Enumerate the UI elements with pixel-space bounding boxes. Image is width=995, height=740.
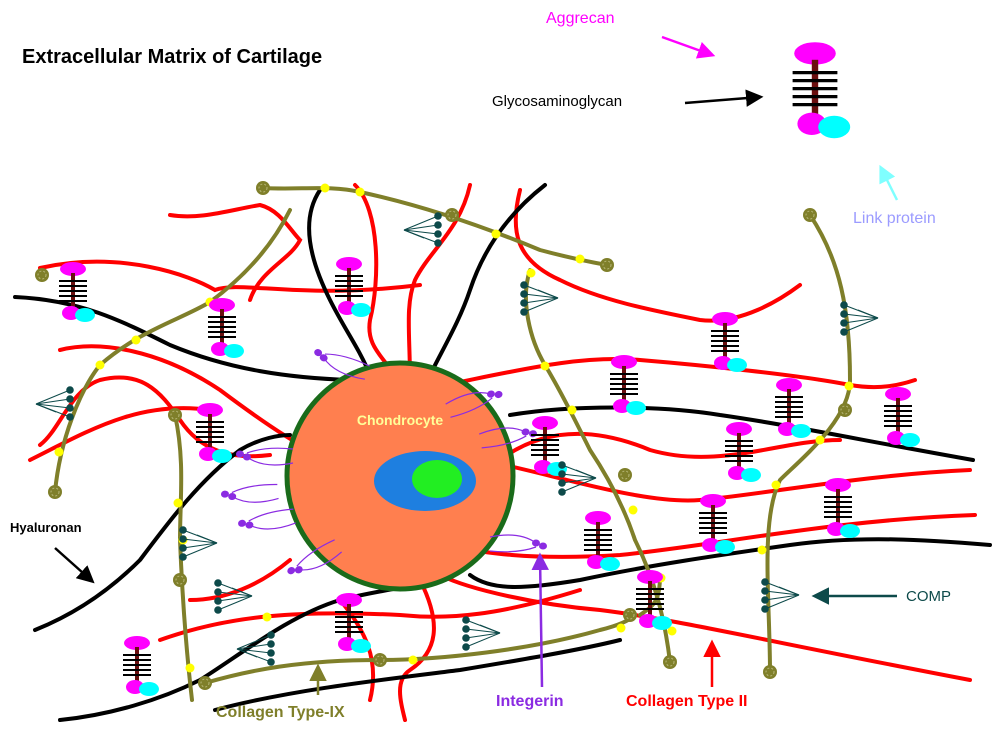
label-link-protein-group: Link protein [853,168,936,227]
label-collagen-ii-group: Collagen Type II [626,643,748,710]
collagen-ix-fiber [55,210,290,492]
collagen-ii-fiber [190,560,290,600]
label-aggrecan-group: Aggrecan [546,10,712,55]
nucleolus [412,460,462,498]
chondrocyte-cell: Chondrocyte [287,363,513,589]
aggrecan-legend-glyph [793,42,851,138]
label-integerin: Integerin [496,693,564,710]
label-collagen-ix: Collagen Type-IX [216,704,345,721]
collagen-ii-fiber [440,575,970,680]
label-integerin-group: Integerin [496,556,564,710]
diagram-title: Extracellular Matrix of Cartilage [22,46,322,68]
chondrocyte-label: Chondrocyte [357,412,444,428]
label-comp-group: COMP [815,588,951,605]
label-glycosaminoglycan: Glycosaminoglycan [492,93,622,110]
label-collagen-ii: Collagen Type II [626,693,748,710]
collagen-ii-fiber [445,359,915,387]
label-comp: COMP [906,588,951,605]
collagen-ii-fiber [355,185,395,380]
label-glycosaminoglycan-group: Glycosaminoglycan [492,93,760,110]
hyaluronan-strand [309,190,370,375]
hyaluronan-strand [60,580,445,720]
collagen-ii-fiber [400,580,434,720]
label-aggrecan: Aggrecan [546,10,615,27]
label-link-protein: Link protein [853,210,936,227]
label-hyaluronan: Hyaluronan [10,520,82,535]
collagen-ii-fiber [500,434,840,460]
label-hyaluronan-group: Hyaluronan [10,520,92,581]
